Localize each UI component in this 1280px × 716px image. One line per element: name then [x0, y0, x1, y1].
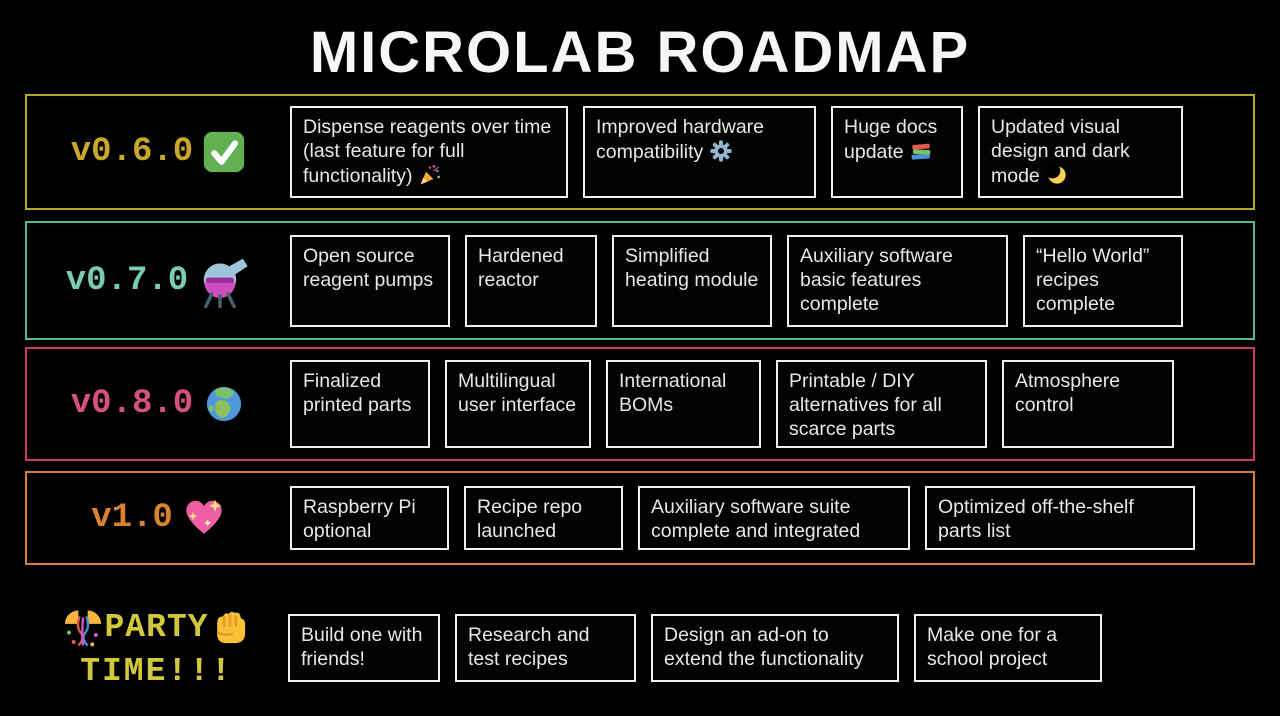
feature-text: Auxiliary software basic features comple… [800, 244, 953, 315]
version-label-v0-7-0: v0.7.0 [27, 254, 290, 308]
feature-text: Multilingual user interface [458, 370, 577, 416]
roadmap-row-party-time: PARTY TIME!!! Build one with friends! Re… [25, 592, 1255, 704]
feature-text: Updated visual design and dark mode [991, 116, 1130, 187]
feature-text: Auxiliary software suite complete and in… [651, 496, 861, 542]
version-text: v0.8.0 [70, 385, 194, 423]
feature-box: Improved hardware compatibility [583, 106, 816, 198]
version-text: v0.6.0 [70, 133, 194, 171]
feature-text: “Hello World” recipes complete [1036, 244, 1150, 315]
feature-text: Improved hardware compatibility [596, 116, 764, 163]
feature-box: Printable / DIY alternatives for all sca… [776, 360, 987, 448]
version-label-v1-0: v1.0 [27, 496, 290, 540]
feature-boxes: Finalized printed parts Multilingual use… [290, 360, 1253, 448]
feature-text: Hardened reactor [478, 244, 564, 291]
feature-box: Finalized printed parts [290, 360, 430, 448]
feature-boxes: Open source reagent pumps Hardened react… [290, 234, 1253, 327]
party-text-1: PARTY [104, 609, 209, 646]
feature-box: Dispense reagents over time (last featur… [290, 106, 568, 198]
feature-text: Design an ad-on to extend the functional… [664, 624, 864, 670]
party-text-2: TIME!!! [80, 652, 233, 690]
version-text: v1.0 [91, 499, 173, 537]
feature-text: Raspberry Pi optional [303, 496, 416, 542]
crescent-moon-icon [1045, 163, 1066, 184]
party-line-1: PARTY [62, 607, 250, 649]
feature-text: Dispense reagents over time (last featur… [303, 116, 552, 187]
feature-box: Recipe repo launched [464, 486, 623, 550]
feature-text: Atmosphere control [1015, 370, 1121, 416]
feature-box: Optimized off-the-shelf parts list [925, 486, 1195, 550]
feature-box: Research and test recipes [455, 614, 636, 682]
roadmap-rows: v0.6.0 Dispense reagents over time (last… [0, 94, 1280, 704]
feature-box: Make one for a school project [914, 614, 1102, 682]
feature-box: Build one with friends! [288, 614, 440, 682]
feature-text: Huge docs update [844, 116, 938, 163]
feature-box: Auxiliary software suite complete and in… [638, 486, 910, 550]
feature-text: Recipe repo launched [477, 496, 583, 542]
check-mark-button-icon [204, 131, 245, 173]
feature-text: Make one for a school project [927, 624, 1058, 670]
feature-box: Open source reagent pumps [290, 234, 450, 327]
feature-text: Simplified heating module [625, 244, 759, 291]
roadmap-row-v0-7-0: v0.7.0 Open source reagent pumps Hardene… [25, 221, 1255, 340]
version-text: v0.7.0 [65, 261, 189, 300]
feature-text: Printable / DIY alternatives for all sca… [789, 370, 942, 440]
feature-text: Build one with friends! [301, 624, 423, 670]
feature-box: “Hello World” recipes complete [1023, 234, 1183, 327]
feature-box: Huge docs update [831, 106, 963, 198]
feature-text: International BOMs [619, 370, 727, 416]
feature-box: Raspberry Pi optional [290, 486, 449, 550]
feature-box: Multilingual user interface [445, 360, 591, 448]
feature-box: Design an ad-on to extend the functional… [651, 614, 899, 682]
sparkling-heart-icon [186, 499, 222, 534]
feature-box: International BOMs [606, 360, 761, 448]
feature-text: Research and test recipes [468, 624, 590, 670]
feature-box: Hardened reactor [465, 234, 597, 327]
feature-boxes: Build one with friends! Research and tes… [288, 614, 1255, 682]
feature-box: Auxiliary software basic features comple… [787, 234, 1008, 327]
roadmap-row-v0-6-0: v0.6.0 Dispense reagents over time (last… [25, 94, 1255, 210]
roadmap-row-v0-8-0: v0.8.0 Finalized printed parts Multiling… [25, 347, 1255, 461]
alembic-icon [203, 258, 248, 308]
feature-box: Simplified heating module [612, 234, 772, 327]
feature-text: Finalized printed parts [303, 370, 412, 416]
feature-boxes: Dispense reagents over time (last featur… [290, 106, 1253, 198]
feature-box: Atmosphere control [1002, 360, 1174, 448]
feature-text: Open source reagent pumps [303, 244, 434, 291]
page-title: MICROLAB ROADMAP [309, 19, 971, 85]
roadmap-row-v1-0: v1.0 Raspberry Pi optional Recipe repo l… [25, 471, 1255, 565]
party-popper-icon [420, 165, 440, 185]
feature-boxes: Raspberry Pi optional Recipe repo launch… [290, 486, 1253, 550]
globe-icon [207, 386, 242, 422]
version-label-v0-8-0: v0.8.0 [27, 382, 290, 426]
raised-fist-icon [216, 611, 245, 643]
feature-box: Updated visual design and dark mode [978, 106, 1183, 198]
gear-icon [710, 140, 732, 162]
confetti-ball-icon [65, 610, 102, 646]
feature-text: Optimized off-the-shelf parts list [938, 496, 1134, 542]
party-time-label: PARTY TIME!!! [25, 607, 288, 690]
version-label-v0-6-0: v0.6.0 [27, 130, 290, 174]
books-icon [911, 143, 931, 160]
